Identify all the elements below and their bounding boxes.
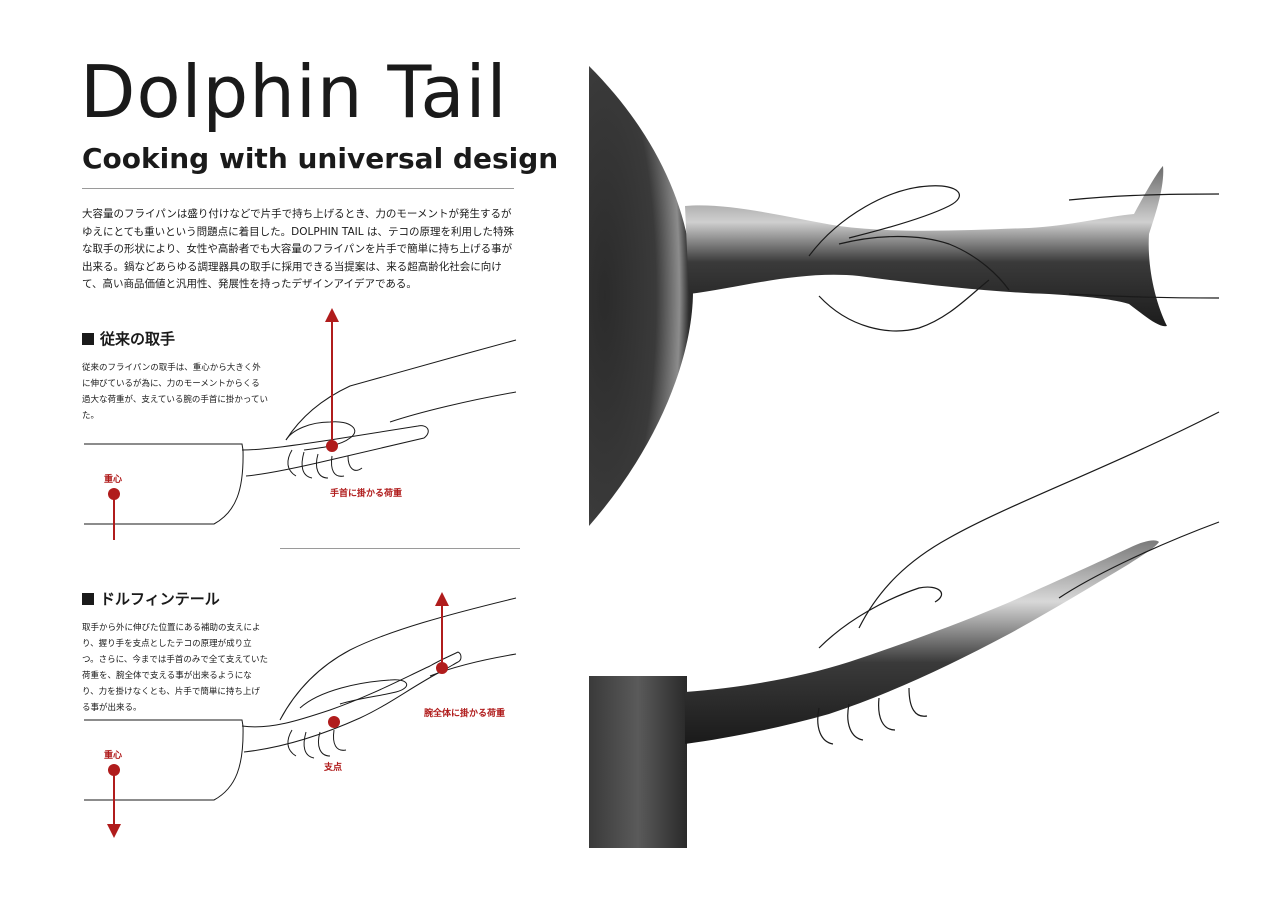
product-render-bottom (589, 411, 1220, 848)
pan-top-view (589, 66, 693, 526)
center-of-gravity-point (108, 488, 120, 500)
load-point (326, 440, 338, 452)
dolphin-handle-top-view (685, 166, 1167, 327)
arm-upper-line-2 (279, 597, 517, 721)
product-render-top (589, 66, 1220, 526)
tagline: Cooking with universal design (82, 142, 559, 175)
section2-diagram (84, 592, 517, 838)
thumb-top (808, 185, 960, 257)
dolphin-handle-bottom (243, 661, 459, 753)
fulcrum-point (328, 716, 340, 728)
section1-label-center: 重心 (104, 475, 123, 485)
arm-lower-line (389, 391, 517, 423)
arm-upper-line (285, 339, 517, 441)
hand-thumb-2 (299, 679, 407, 709)
dolphin-handle-side-view (685, 540, 1159, 744)
section-divider (280, 548, 520, 549)
section2-label-fulcrum: 支点 (324, 763, 343, 773)
arm-load-point (436, 662, 448, 674)
heading-square-icon-2 (82, 593, 94, 605)
section1-heading: 従来の取手 (82, 328, 175, 349)
arm-lower-line-2 (429, 653, 517, 677)
section2-body: 取手から外に伸びた位置にある補助の支えにより、握り手を支点としたテコの原理が成り… (82, 623, 268, 713)
section2-label-center: 重心 (104, 751, 123, 761)
header-divider (82, 188, 514, 189)
section2-label-load: 腕全体に掛かる荷重 (424, 709, 506, 719)
heading-square-icon (82, 333, 94, 345)
fingers-bottom (817, 687, 928, 745)
section1-label-load: 手首に掛かる荷重 (330, 489, 403, 499)
arm-load-arrow-head (435, 592, 449, 606)
hand-fingers (287, 449, 363, 479)
section2-heading: ドルフィンテール (82, 588, 220, 609)
hand-fingers-2 (287, 729, 347, 759)
section1-body: 従来のフライパンの取手は、重心から大きく外に伸びているが為に、力のモーメントから… (82, 363, 268, 421)
thumb-bottom (818, 586, 942, 649)
load-arrow-head (325, 308, 339, 322)
fingers-top (818, 235, 1010, 332)
dolphin-tail-tip (457, 651, 462, 663)
arm-lines-top (1068, 193, 1220, 299)
center-arrow-head-2 (107, 824, 121, 838)
arm-lines-bottom (858, 411, 1220, 629)
section1-heading-text: 従来の取手 (100, 330, 176, 348)
pan-side-view (589, 676, 687, 848)
section1-diagram (84, 308, 517, 540)
center-of-gravity-point-2 (108, 764, 120, 776)
section2-heading-text: ドルフィンテール (100, 590, 220, 608)
logo-dolphin-tail: Dolphin Tail (80, 50, 508, 134)
conventional-handle (241, 425, 429, 477)
intro-paragraph: 大容量のフライパンは盛り付けなどで片手で持ち上げるとき、力のモーメントが発生する… (82, 208, 514, 290)
